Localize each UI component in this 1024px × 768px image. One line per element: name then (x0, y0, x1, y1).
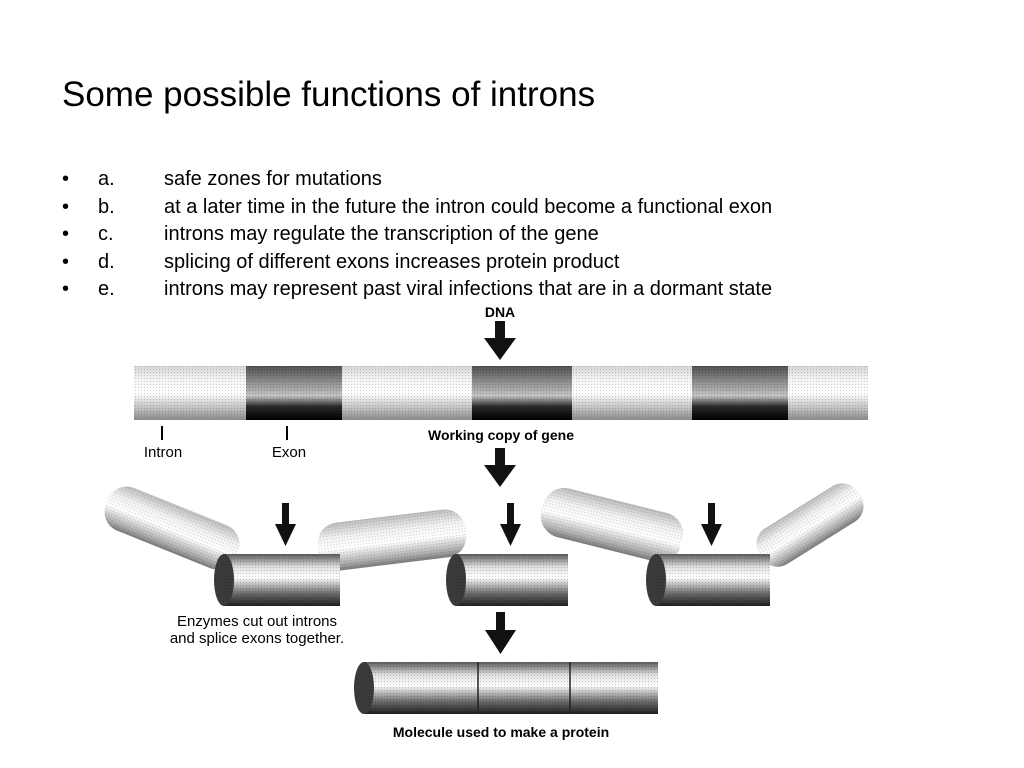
bullet-letter: d. (98, 250, 115, 273)
down-arrow-icon (701, 503, 722, 546)
bullet-letter: c. (98, 223, 114, 245)
bullet-text: safe zones for mutations (164, 168, 382, 190)
bullet-letter: a. (98, 168, 115, 190)
down-arrow-icon (484, 321, 516, 360)
molecule-label: Molecule used to make a protein (393, 724, 609, 740)
exon-piece (214, 554, 340, 606)
intron-label: Intron (144, 444, 182, 461)
excised-intron (540, 487, 684, 563)
spliced-molecule (354, 662, 658, 714)
bullet-letter: e. (98, 278, 115, 300)
bullet-text: introns may represent past viral infecti… (164, 278, 773, 300)
dna-label: DNA (485, 304, 515, 320)
bullet-mark: • (62, 250, 70, 273)
exon-piece (446, 554, 568, 606)
bullet-mark: • (62, 223, 70, 245)
excised-intron (756, 483, 864, 567)
exon-piece (646, 554, 770, 606)
bullet-letter: b. (98, 195, 115, 218)
bullet-mark: • (62, 168, 70, 190)
bullet-mark: • (62, 278, 70, 300)
slide-title: Some possible functions of introns (62, 75, 596, 114)
bullet-mark: • (62, 195, 70, 218)
bullet-text: splicing of different exons increases pr… (164, 250, 620, 273)
down-arrow-icon (500, 503, 521, 546)
dna-strand (134, 366, 868, 420)
exon-label: Exon (272, 444, 306, 461)
down-arrow-icon (275, 503, 296, 546)
excised-intron (104, 486, 240, 570)
bullet-text: introns may regulate the transcription o… (164, 223, 599, 245)
excised-intron (317, 509, 467, 571)
down-arrow-icon (485, 612, 516, 654)
enzymes-caption-line1: Enzymes cut out introns (177, 613, 337, 630)
down-arrow-icon (484, 448, 516, 487)
working-copy-label: Working copy of gene (428, 427, 574, 443)
bullet-text: at a later time in the future the intron… (164, 195, 773, 218)
enzymes-caption-line2: and splice exons together. (170, 630, 344, 647)
